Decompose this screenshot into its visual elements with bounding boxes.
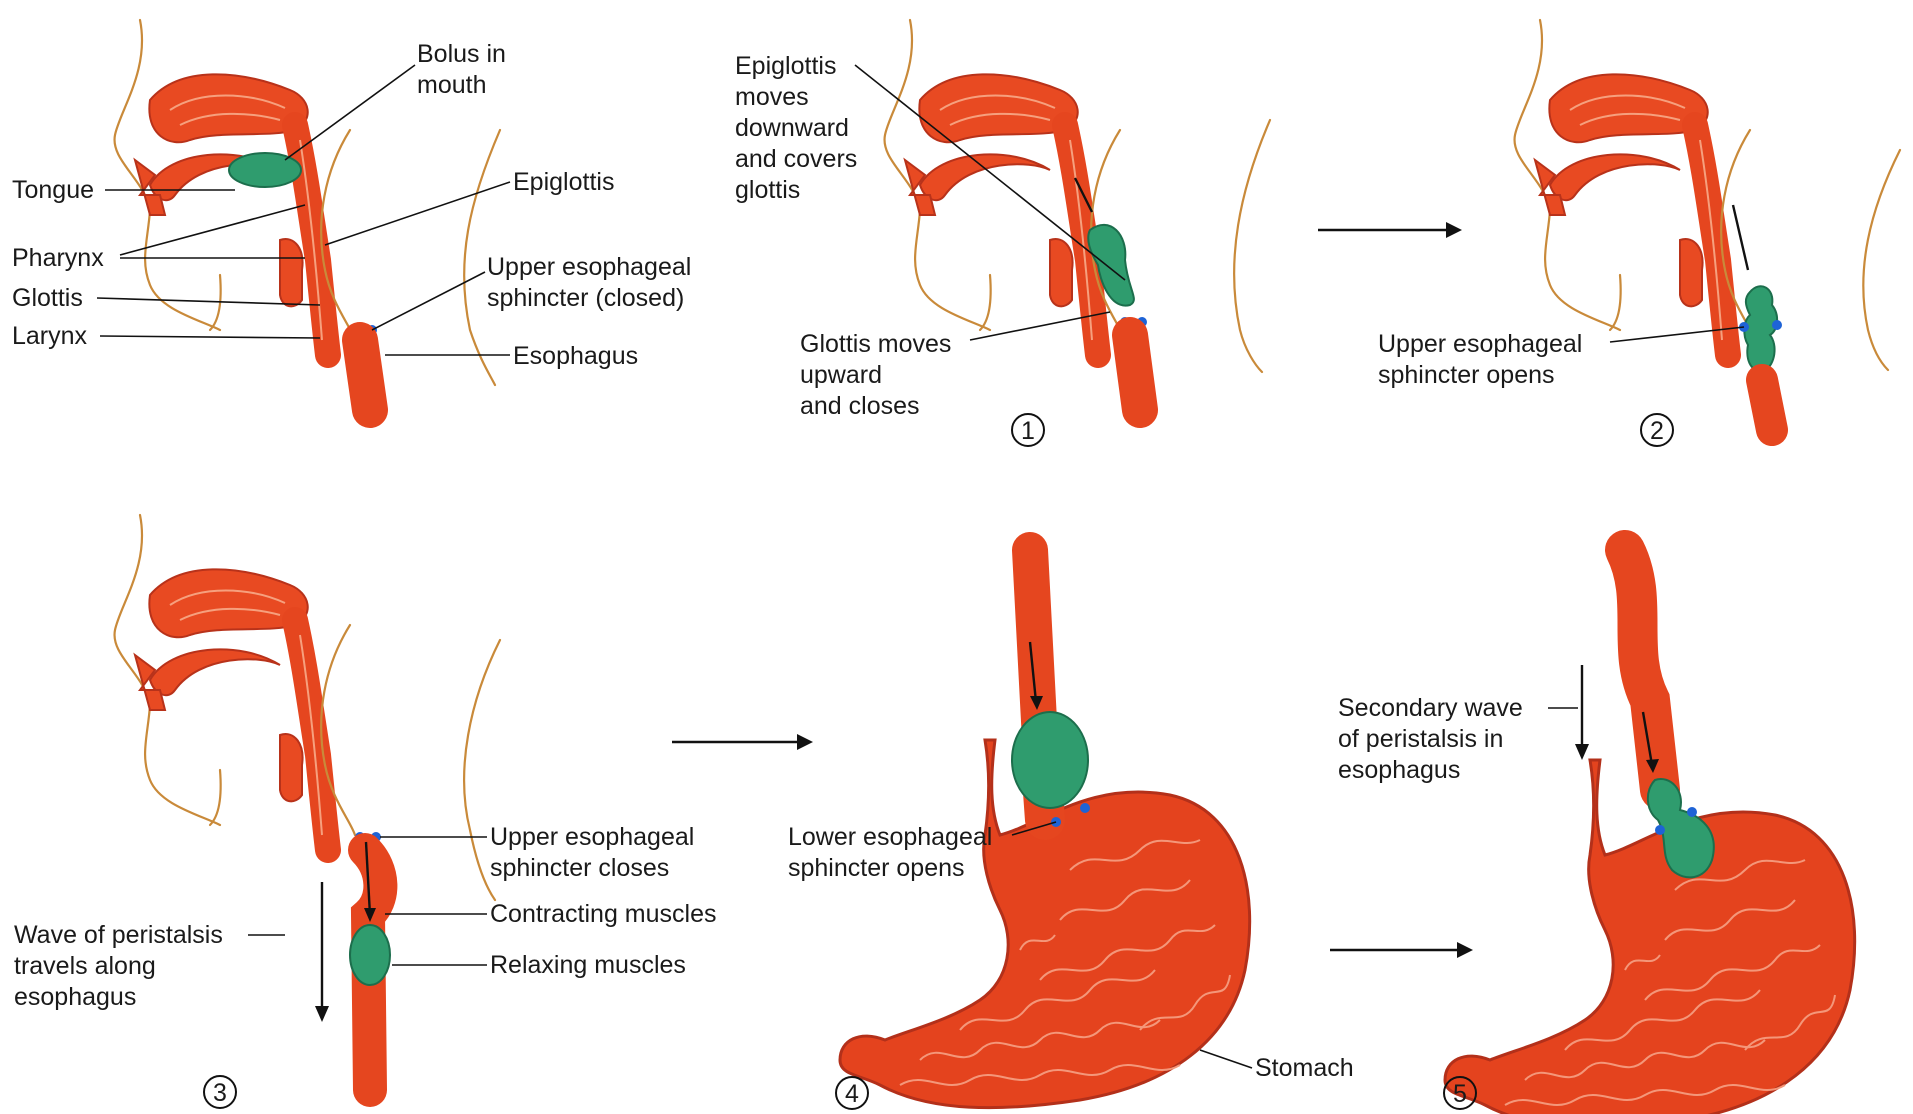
bolus-step3 — [350, 925, 390, 985]
step3-panel: Upper esophageal sphincter closes Contra… — [14, 515, 716, 1108]
label-wave-2: travels along — [14, 952, 156, 980]
label-wave-3: esophagus — [14, 983, 136, 1011]
label-epi-moves-2: moves — [735, 83, 809, 111]
label-contracting: Contracting muscles — [490, 900, 716, 928]
label-epi-moves-5: glottis — [735, 176, 800, 204]
step-number-5: 5 — [1453, 1080, 1467, 1108]
label-larynx: Larynx — [12, 322, 88, 350]
label-epi-moves-4: and covers — [735, 145, 857, 173]
label-ues-closed-2: sphincter (closed) — [487, 284, 684, 312]
label-tongue: Tongue — [12, 176, 94, 204]
label-glottis-moves-1: Glottis moves — [800, 330, 951, 358]
label-glottis-moves-2: upward — [800, 361, 882, 389]
label-ues-closes-1: Upper esophageal — [490, 823, 694, 851]
arrow-1-to-2 — [1318, 222, 1462, 238]
label-secondary-wave-1: Secondary wave — [1338, 694, 1523, 722]
label-epiglottis: Epiglottis — [513, 168, 614, 196]
label-les-opens-1: Lower esophageal — [788, 823, 992, 851]
step2-panel: Upper esophageal sphincter opens 2 — [1378, 20, 1900, 446]
bolus-step4 — [1012, 712, 1088, 808]
label-secondary-wave-3: esophagus — [1338, 756, 1460, 784]
step4-panel: Lower esophageal sphincter opens Stomach… — [788, 550, 1354, 1109]
label-secondary-wave-2: of peristalsis in — [1338, 725, 1503, 753]
label-relaxing: Relaxing muscles — [490, 951, 686, 979]
step-number-4: 4 — [845, 1080, 859, 1108]
label-esophagus: Esophagus — [513, 342, 638, 370]
arrow-3-to-4 — [672, 734, 813, 750]
label-epi-moves-1: Epiglottis — [735, 52, 836, 80]
label-wave-1: Wave of peristalsis — [14, 921, 223, 949]
arrow-4-to-5 — [1330, 942, 1473, 958]
label-epi-moves-3: downward — [735, 114, 849, 142]
label-ues-opens-2: sphincter opens — [1378, 361, 1555, 389]
label-stomach: Stomach — [1255, 1054, 1354, 1082]
step-number-3: 3 — [213, 1079, 227, 1107]
label-bolus-1: Bolus in — [417, 40, 506, 68]
intro-panel: Bolus in mouth Tongue Pharynx Glottis La… — [12, 20, 691, 410]
label-ues-opens-1: Upper esophageal — [1378, 330, 1582, 358]
step5-panel: Secondary wave of peristalsis in esophag… — [1338, 550, 1855, 1114]
bolus-step2 — [1744, 286, 1777, 371]
label-pharynx: Pharynx — [12, 244, 104, 272]
label-glottis: Glottis — [12, 284, 83, 312]
step-number-1: 1 — [1021, 417, 1035, 445]
label-ues-closes-2: sphincter closes — [490, 854, 669, 882]
step1-panel: Epiglottis moves downward and covers glo… — [735, 20, 1270, 446]
label-ues-closed-1: Upper esophageal — [487, 253, 691, 281]
bolus-in-mouth — [229, 153, 301, 187]
label-les-opens-2: sphincter opens — [788, 854, 965, 882]
label-glottis-moves-3: and closes — [800, 392, 920, 420]
label-bolus-2: mouth — [417, 71, 486, 99]
step-number-2: 2 — [1650, 417, 1664, 445]
